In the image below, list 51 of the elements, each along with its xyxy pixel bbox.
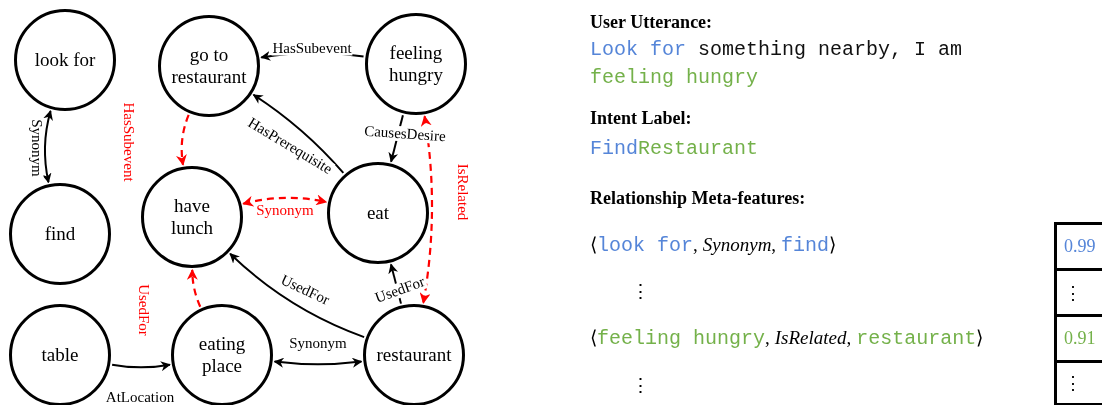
score-cell: ⋮ bbox=[1054, 360, 1102, 405]
text-label: feeling hungry bbox=[590, 66, 759, 89]
text-label: restaurant bbox=[856, 327, 977, 350]
arrow bbox=[41, 110, 54, 184]
arrow bbox=[111, 361, 171, 372]
dashed-arrow bbox=[176, 114, 190, 166]
node-label: table bbox=[41, 344, 79, 366]
section-heading: User Utterance: bbox=[590, 12, 713, 33]
text-label: feeling hungry bbox=[597, 327, 766, 350]
text-label: something nearby, I am bbox=[698, 38, 963, 61]
text-label: ⟩ bbox=[976, 326, 984, 349]
score-cell: 0.99 bbox=[1054, 222, 1102, 268]
node-label: eat bbox=[366, 202, 390, 224]
arrow bbox=[273, 357, 363, 368]
text-label: , bbox=[846, 327, 852, 349]
node-label: go to restaurant bbox=[170, 44, 248, 88]
node-label: feeling hungry bbox=[388, 42, 444, 86]
text-label: ⟨ bbox=[590, 233, 597, 256]
dashed-arrow bbox=[419, 115, 434, 304]
text-label: Find bbox=[590, 137, 638, 160]
dashed-arrow bbox=[242, 194, 328, 207]
edge-label: Synonym bbox=[255, 202, 315, 218]
node-label: restaurant bbox=[376, 344, 452, 366]
text-label: , bbox=[765, 327, 770, 349]
text-label: look for bbox=[597, 234, 693, 257]
dashed-arrow bbox=[186, 268, 202, 308]
text-label: , bbox=[693, 234, 698, 256]
text-label: ⟨ bbox=[590, 326, 597, 349]
text-label: ⟩ bbox=[829, 233, 837, 256]
text-label: ⋮ bbox=[630, 374, 650, 397]
node-label: have lunch bbox=[169, 195, 215, 239]
score-cell: ⋮ bbox=[1054, 268, 1102, 314]
node-label: eating place bbox=[197, 333, 247, 377]
text-label: Synonym bbox=[702, 234, 772, 256]
text-label: ⋮ bbox=[630, 280, 650, 303]
edge-label: CausesDesire bbox=[362, 123, 448, 145]
arrow bbox=[252, 93, 345, 174]
edge-label: Synonym bbox=[288, 335, 348, 351]
text-label: Look for bbox=[590, 38, 686, 61]
edge-label: HasSubevent bbox=[271, 40, 353, 56]
arrow bbox=[229, 252, 366, 339]
section-heading: Intent Label: bbox=[590, 108, 692, 129]
text-label: Restaurant bbox=[638, 137, 759, 160]
section-heading: Relationship Meta-features: bbox=[590, 188, 806, 209]
text-label: IsRelated bbox=[774, 327, 847, 349]
score-cell: 0.91 bbox=[1054, 314, 1102, 360]
text-label: , bbox=[771, 234, 777, 256]
node-label: find bbox=[44, 223, 76, 245]
node-label: look for bbox=[34, 49, 96, 71]
text-label: find bbox=[781, 234, 830, 257]
edge-label: Synonym bbox=[28, 118, 44, 178]
